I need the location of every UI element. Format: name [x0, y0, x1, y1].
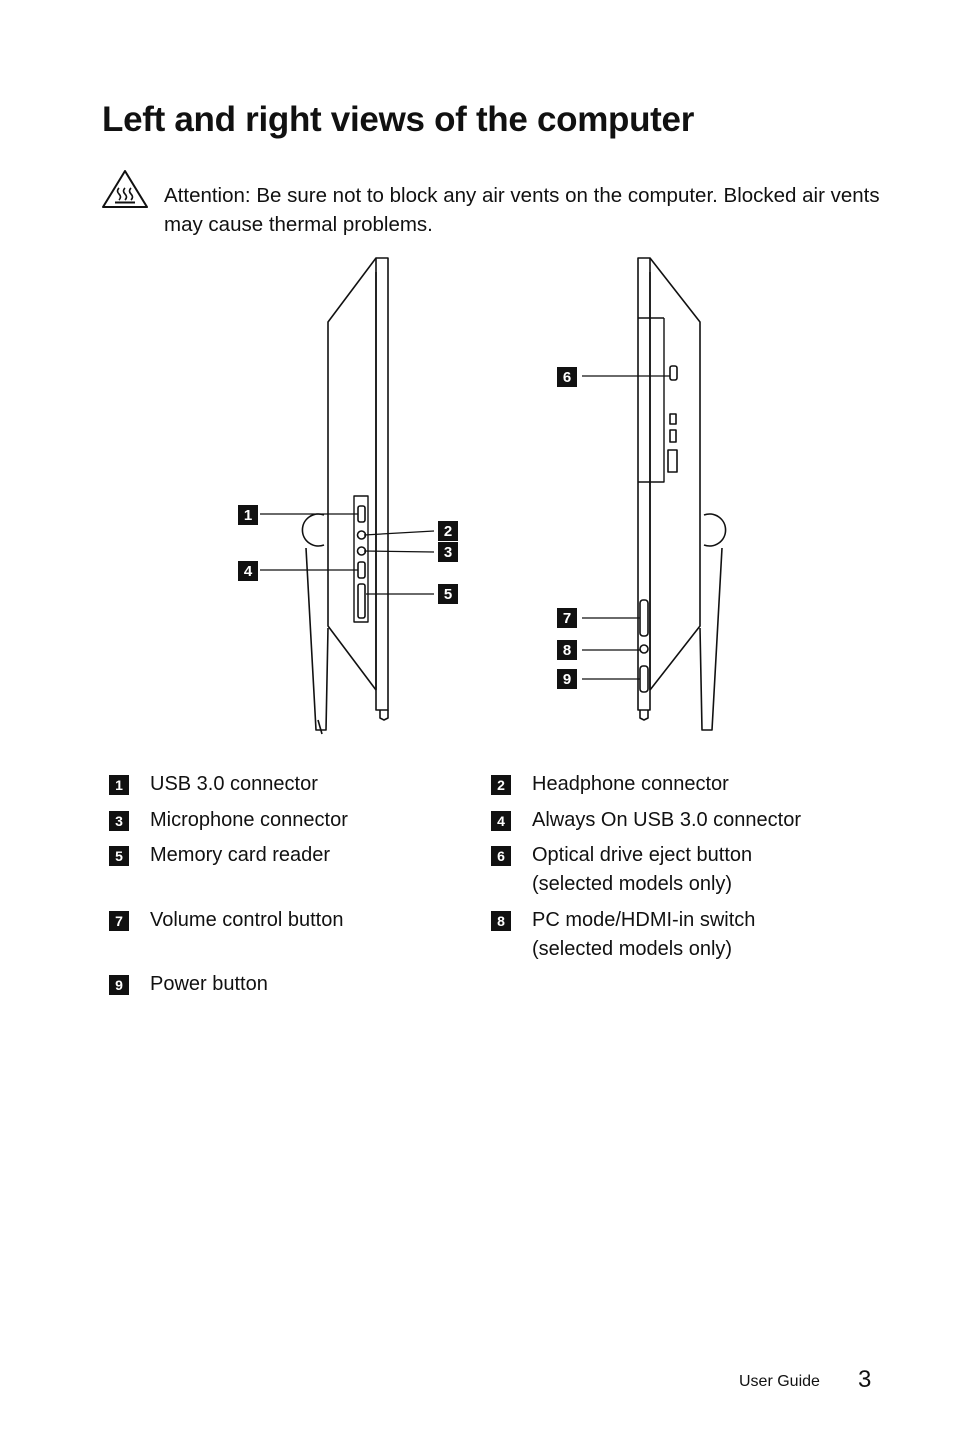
legend-item: 3 Microphone connector [109, 806, 348, 835]
svg-text:6: 6 [563, 369, 571, 386]
callout-3: 3 [438, 542, 458, 562]
legend-item: 8 PC mode/HDMI-in switch (selected model… [491, 906, 755, 964]
legend-label: USB 3.0 connector [150, 773, 318, 795]
legend-label: Headphone connector [532, 773, 729, 795]
legend-label: Always On USB 3.0 connector [532, 809, 802, 831]
svg-text:1: 1 [244, 507, 252, 524]
svg-text:4: 4 [244, 563, 253, 580]
legend-number: 7 [109, 911, 129, 931]
callout-5: 5 [438, 584, 458, 604]
left-side-view [301, 257, 389, 735]
legend-label: PC mode/HDMI-in switch [532, 909, 756, 931]
page-title: Left and right views of the computer [102, 100, 695, 139]
page-number: 3 [858, 1366, 872, 1393]
legend-item: 2 Headphone connector [491, 770, 729, 799]
svg-text:9: 9 [563, 671, 571, 688]
svg-text:2: 2 [444, 523, 452, 540]
callout-8: 8 [557, 640, 577, 660]
legend-item: 4 Always On USB 3.0 connector [491, 806, 801, 835]
legend-number: 8 [491, 911, 511, 931]
legend-number: 9 [109, 975, 129, 995]
legend-label: Power button [150, 973, 268, 995]
legend-label-secondary: (selected models only) [532, 938, 733, 960]
svg-text:7: 7 [563, 610, 571, 627]
legend-label: Optical drive eject button [532, 844, 753, 866]
attention-note: Attention: Be sure not to block any air … [164, 181, 884, 239]
legend-number: 6 [491, 846, 511, 866]
legend-number: 3 [109, 811, 129, 831]
svg-text:5: 5 [444, 586, 452, 603]
attention-label: Attention: [164, 184, 251, 207]
footer-label: User Guide [739, 1373, 820, 1390]
svg-text:3: 3 [444, 544, 452, 561]
callout-1: 1 [238, 505, 258, 525]
legend-label: Memory card reader [150, 844, 331, 866]
legend-label-secondary: (selected models only) [532, 873, 733, 895]
computer-side-views-diagram: 1 2 3 4 5 6 7 8 9 [238, 257, 727, 735]
legend-number: 2 [491, 775, 511, 795]
legend-label: Volume control button [150, 909, 344, 931]
legend-item: 9 Power button [109, 970, 268, 999]
legend-item: 1 USB 3.0 connector [109, 770, 318, 799]
legend-number: 5 [109, 846, 129, 866]
legend-item: 5 Memory card reader [109, 841, 330, 870]
svg-text:8: 8 [563, 642, 571, 659]
legend-item: 7 Volume control button [109, 906, 343, 935]
callout-9: 9 [557, 669, 577, 689]
legend-item: 6 Optical drive eject button (selected m… [491, 841, 752, 899]
legend-number: 1 [109, 775, 129, 795]
callout-7: 7 [557, 608, 577, 628]
callout-2: 2 [438, 521, 458, 541]
callout-4: 4 [238, 561, 258, 581]
legend-number: 4 [491, 811, 511, 831]
callout-6: 6 [557, 367, 577, 387]
right-side-view [637, 257, 727, 731]
legend-label: Microphone connector [150, 809, 348, 831]
attention-text: Be sure not to block any air vents on th… [164, 184, 880, 236]
hot-surface-warning-icon [102, 170, 148, 208]
